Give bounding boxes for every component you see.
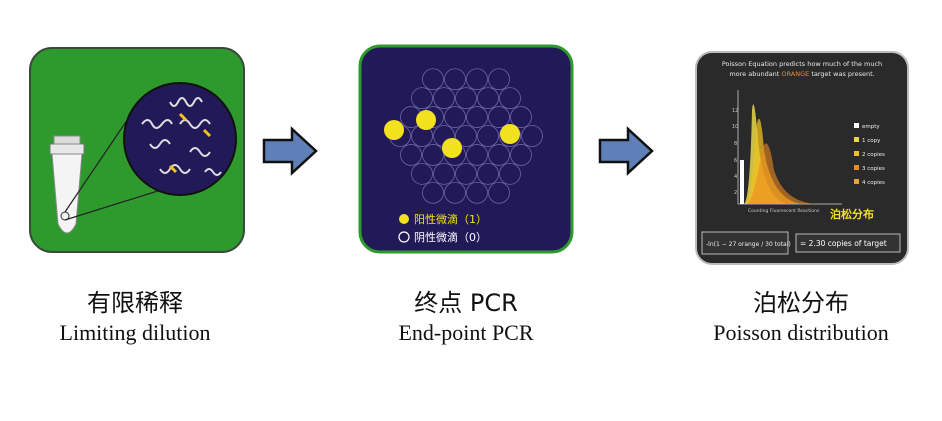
positive-droplet (416, 110, 436, 130)
caption-en: End-point PCR (346, 318, 586, 348)
svg-text:8: 8 (734, 141, 737, 147)
legend-swatch (854, 179, 859, 184)
poisson-panel: Poisson Equation predicts how much of th… (692, 50, 912, 270)
svg-text:2: 2 (734, 190, 737, 196)
caption-zh: 终点 PCR (346, 288, 586, 318)
svg-text:4: 4 (734, 174, 737, 180)
poisson-overlay-label: 泊松分布 (830, 207, 874, 221)
caption-poisson-distribution: 泊松分布 Poisson distribution (670, 288, 932, 348)
caption-zh: 有限稀释 (10, 288, 260, 318)
caption-zh: 泊松分布 (670, 288, 932, 318)
caption-limiting-dilution: 有限稀释 Limiting dilution (10, 288, 260, 348)
poisson-result: = 2.30 copies of target (800, 239, 887, 248)
limiting-dilution-panel (20, 44, 248, 256)
legend-label: 1 copy (862, 138, 881, 144)
legend-label: 4 copies (862, 180, 885, 186)
droplet-grid-illustration: 阳性微滴（1） 阴性微滴（0） (356, 44, 576, 256)
positive-droplet-legend-icon (399, 214, 409, 224)
arrow-right-icon (598, 126, 654, 176)
poisson-chart-illustration: Poisson Equation predicts how much of th… (692, 50, 912, 270)
caption-end-point-pcr: 终点 PCR End-point PCR (346, 288, 586, 348)
caption-en: Poisson distribution (670, 318, 932, 348)
arrow-right-icon (262, 126, 318, 176)
legend-swatch (854, 137, 859, 142)
end-point-pcr-panel: 阳性微滴（1） 阴性微滴（0） (356, 44, 576, 256)
magnified-droplet (124, 83, 236, 195)
legend-label: 3 copies (862, 166, 885, 172)
svg-text:6: 6 (734, 158, 737, 164)
poisson-equation: -ln(1 − 27 orange / 30 total) (706, 241, 791, 248)
svg-text:10: 10 (732, 124, 738, 130)
legend-swatch (854, 165, 859, 170)
caption-en: Limiting dilution (10, 318, 260, 348)
legend-swatch (854, 151, 859, 156)
positive-droplet (442, 138, 462, 158)
limiting-dilution-illustration (20, 44, 248, 256)
svg-text:12: 12 (732, 108, 738, 114)
positive-droplet-legend: 阳性微滴（1） (414, 212, 487, 226)
legend-label: 2 copies (862, 152, 885, 158)
positive-droplet (500, 124, 520, 144)
poisson-header-line2: more abundant ORANGE target was present. (729, 70, 874, 78)
poisson-x-caption: Counting Fluorescent Reactions (748, 208, 820, 214)
poisson-header-line1: Poisson Equation predicts how much of th… (722, 60, 882, 68)
legend-swatch (854, 123, 859, 128)
negative-droplet-legend: 阴性微滴（0） (414, 230, 487, 244)
positive-droplet (384, 120, 404, 140)
legend-label: empty (862, 124, 880, 130)
